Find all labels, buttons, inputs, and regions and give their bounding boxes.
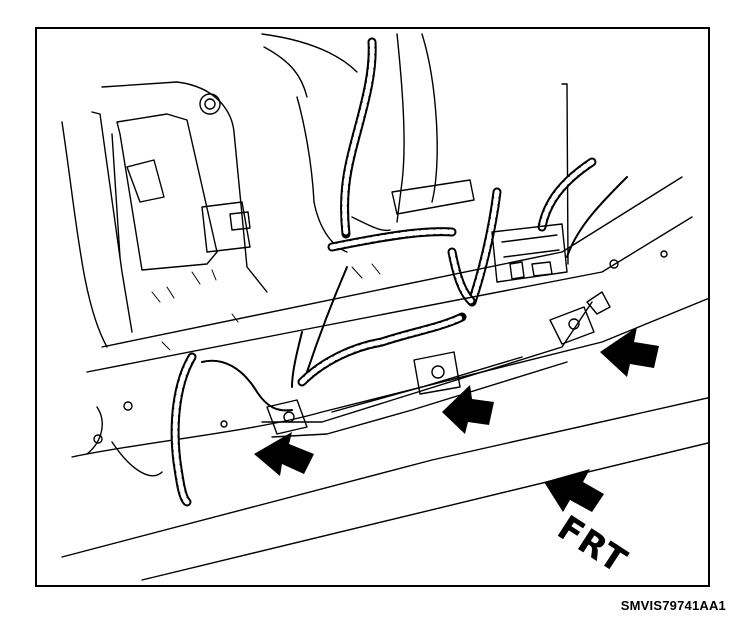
harness-retainer-channel (261, 301, 593, 438)
wiring-harness-upper (340, 37, 377, 239)
wiring-harness-lower (170, 266, 467, 507)
harness-clip-right (549, 291, 611, 345)
steering-column-outline (351, 33, 569, 265)
wiring-harness-right (327, 157, 628, 307)
harness-illustration (61, 33, 708, 581)
fastener-pointer-arrow-icon (600, 327, 659, 377)
figure-code: SMVIS79741AA1 (620, 598, 726, 613)
hatch-marks (151, 263, 381, 351)
fastener-pointer-arrow-icon (254, 432, 314, 476)
front-direction-arrow-icon (544, 469, 604, 512)
illustration-frame (35, 27, 710, 587)
fastener-pointer-arrow-icon (442, 385, 494, 434)
harness-clip-left (266, 399, 308, 435)
instrument-panel-outline (61, 33, 358, 348)
harness-clip-middle (413, 351, 461, 395)
rocker-sill-panel (61, 176, 708, 581)
